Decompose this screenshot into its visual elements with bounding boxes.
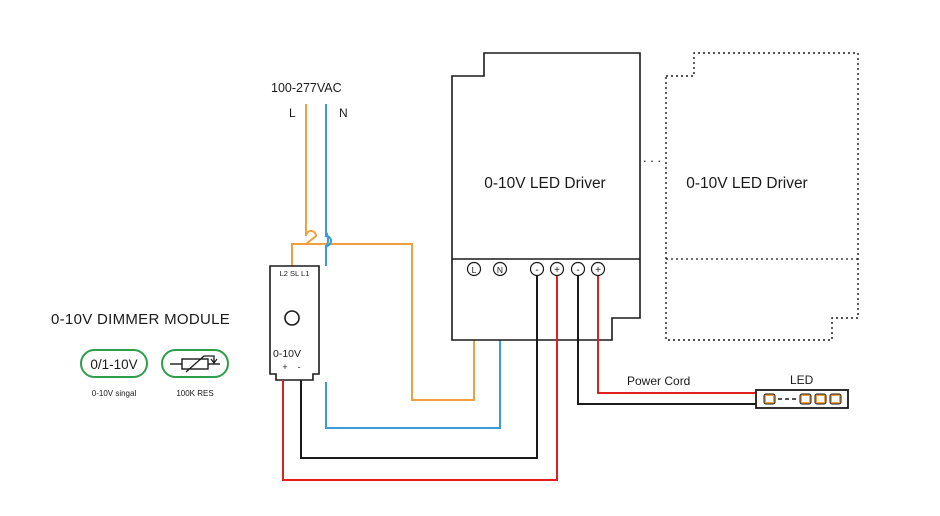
driver-extra-ellipsis: . . . [643, 150, 661, 165]
supply-wires [291, 104, 501, 429]
line-wire [291, 104, 318, 266]
dimmer-module-title: 0-10V DIMMER MODULE [51, 311, 230, 328]
supply-neutral-label: N [339, 106, 348, 120]
terminal-dim-minus [529, 261, 545, 277]
driver-main-title: 0-10V LED Driver [484, 175, 605, 192]
terminal-dim-minus-label: - [535, 265, 538, 276]
supply-voltage-label: 100-277VAC [271, 81, 342, 95]
dimmer-terminal-labels: L2 SL L1 [280, 269, 310, 278]
terminal-n-label: N [497, 265, 503, 275]
neutral-wire-through [325, 104, 329, 266]
terminal-out-plus [590, 261, 606, 277]
potentiometer-icon [170, 355, 220, 373]
option-signal-label: 0/1-10V [90, 357, 137, 372]
terminal-l-label: L [472, 265, 477, 275]
led-chip-core [832, 396, 839, 402]
power-cord-label: Power Cord [627, 374, 690, 388]
option-0-10v: 0/1-10V 0-10V singal [80, 349, 148, 398]
driver-main-terminals: L N - + - + [466, 261, 606, 277]
dimmer-knob-icon[interactable] [284, 310, 300, 326]
option-signal-caption: 0-10V singal [92, 389, 137, 398]
driver-extra-box [665, 52, 859, 341]
dimmer-minus-label: - [298, 362, 301, 372]
driver-extra-title: 0-10V LED Driver [686, 175, 807, 192]
supply-line-label: L [289, 106, 296, 120]
terminal-out-plus-label: + [595, 265, 601, 276]
terminal-out-minus [570, 261, 586, 277]
output-plus-wire [597, 276, 758, 394]
line-wire-to-driver [292, 243, 475, 401]
dimmer-plus-label: + [282, 362, 287, 372]
led-label: LED [790, 373, 814, 387]
dim-minus-wire [300, 276, 538, 459]
terminal-l [466, 261, 482, 277]
option-100k-res: 100K RES [161, 349, 229, 398]
dimmer-output-label: 0-10V [273, 348, 301, 360]
led-strip [755, 389, 849, 409]
terminal-out-minus-label: - [576, 265, 579, 276]
terminal-dim-plus [549, 261, 565, 277]
driver-main-box [451, 52, 641, 341]
dim-plus-wire [282, 276, 558, 481]
terminal-dim-plus-label: + [554, 265, 560, 276]
terminal-n [492, 261, 508, 277]
option-signal-pill [80, 349, 148, 378]
led-chip-core [766, 396, 773, 402]
option-resistor-caption: 100K RES [176, 389, 213, 398]
output-minus-wire [577, 276, 758, 405]
led-chip-core [817, 396, 824, 402]
led-chip-core [802, 396, 809, 402]
